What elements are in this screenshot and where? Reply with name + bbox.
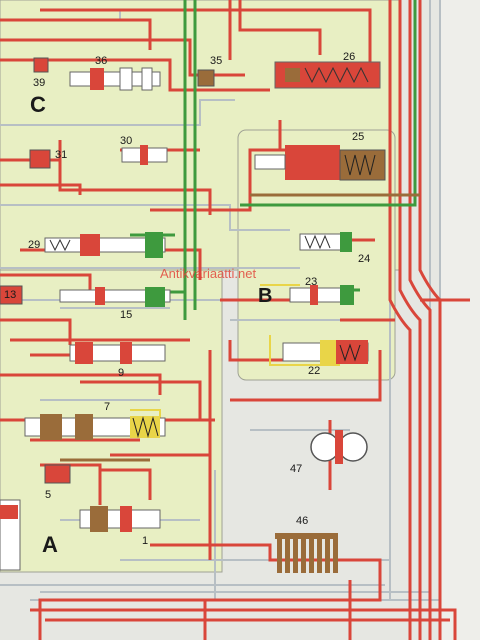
component-label-15: 15	[120, 309, 132, 321]
valve-24	[299, 232, 352, 252]
component-label-31: 31	[55, 149, 67, 161]
component-label-47: 47	[290, 463, 302, 475]
valve-7	[24, 414, 166, 440]
valve-5	[44, 464, 71, 484]
valve-31	[29, 149, 51, 169]
component-label-46: 46	[296, 515, 308, 527]
component-label-39: 39	[33, 77, 45, 89]
valve-22	[282, 340, 369, 364]
control-lines	[130, 0, 417, 320]
component-label-22: 22	[308, 365, 320, 377]
valve-23	[289, 285, 354, 305]
component-label-7: 7	[104, 401, 110, 413]
valve-stack-left	[0, 499, 21, 571]
valve-30	[121, 145, 168, 165]
component-label-9: 9	[118, 367, 124, 379]
valve-26	[274, 61, 381, 89]
section-label-b: B	[258, 285, 272, 307]
pump-47	[310, 430, 368, 464]
component-label-5: 5	[45, 489, 51, 501]
valve-15	[59, 287, 171, 307]
valve-35	[197, 69, 215, 87]
section-label-c: C	[30, 92, 46, 117]
cooler-46	[275, 533, 338, 573]
component-label-35: 35	[210, 55, 222, 67]
watermark-text: Antikvariaatti.net	[160, 266, 256, 281]
component-label-26: 26	[343, 51, 355, 63]
valve-1	[79, 506, 161, 532]
panel-section-b	[237, 129, 396, 381]
brown-lines	[60, 193, 420, 462]
component-label-29: 29	[28, 239, 40, 251]
component-label-30: 30	[120, 135, 132, 147]
component-label-1: 1	[142, 535, 148, 547]
valve-9	[69, 342, 166, 364]
component-label-24: 24	[358, 253, 370, 265]
section-label-a: A	[42, 532, 58, 557]
paper-margin	[440, 0, 480, 640]
valve-36	[69, 67, 161, 91]
valve-25	[254, 145, 386, 181]
component-label-36: 36	[95, 55, 107, 67]
component-label-23: 23	[305, 276, 317, 288]
valve-29	[44, 232, 166, 258]
component-label-25: 25	[352, 131, 364, 143]
component-label-13: 13	[4, 289, 16, 301]
valve-13	[0, 285, 23, 305]
valve-39	[33, 57, 49, 73]
